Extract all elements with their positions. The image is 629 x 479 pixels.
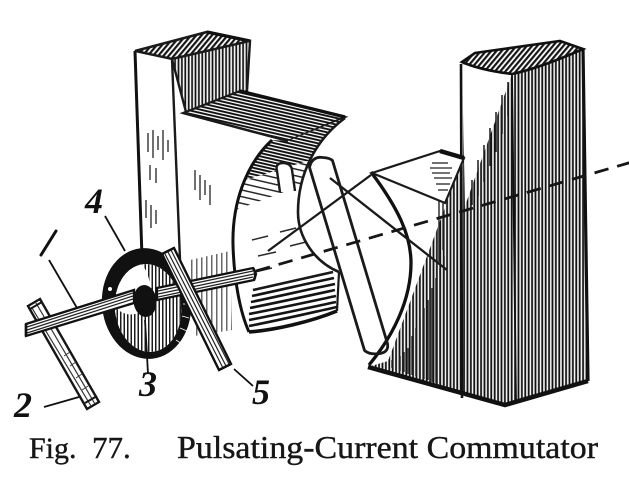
svg-text:4: 4	[84, 181, 103, 221]
svg-text:Fig.: Fig.	[29, 432, 77, 465]
svg-text:77.: 77.	[92, 430, 131, 465]
svg-text:3: 3	[138, 364, 157, 404]
svg-text:Pulsating-Current Commutator: Pulsating-Current Commutator	[177, 429, 598, 465]
svg-text:5: 5	[252, 372, 270, 412]
svg-text:2: 2	[13, 385, 32, 425]
